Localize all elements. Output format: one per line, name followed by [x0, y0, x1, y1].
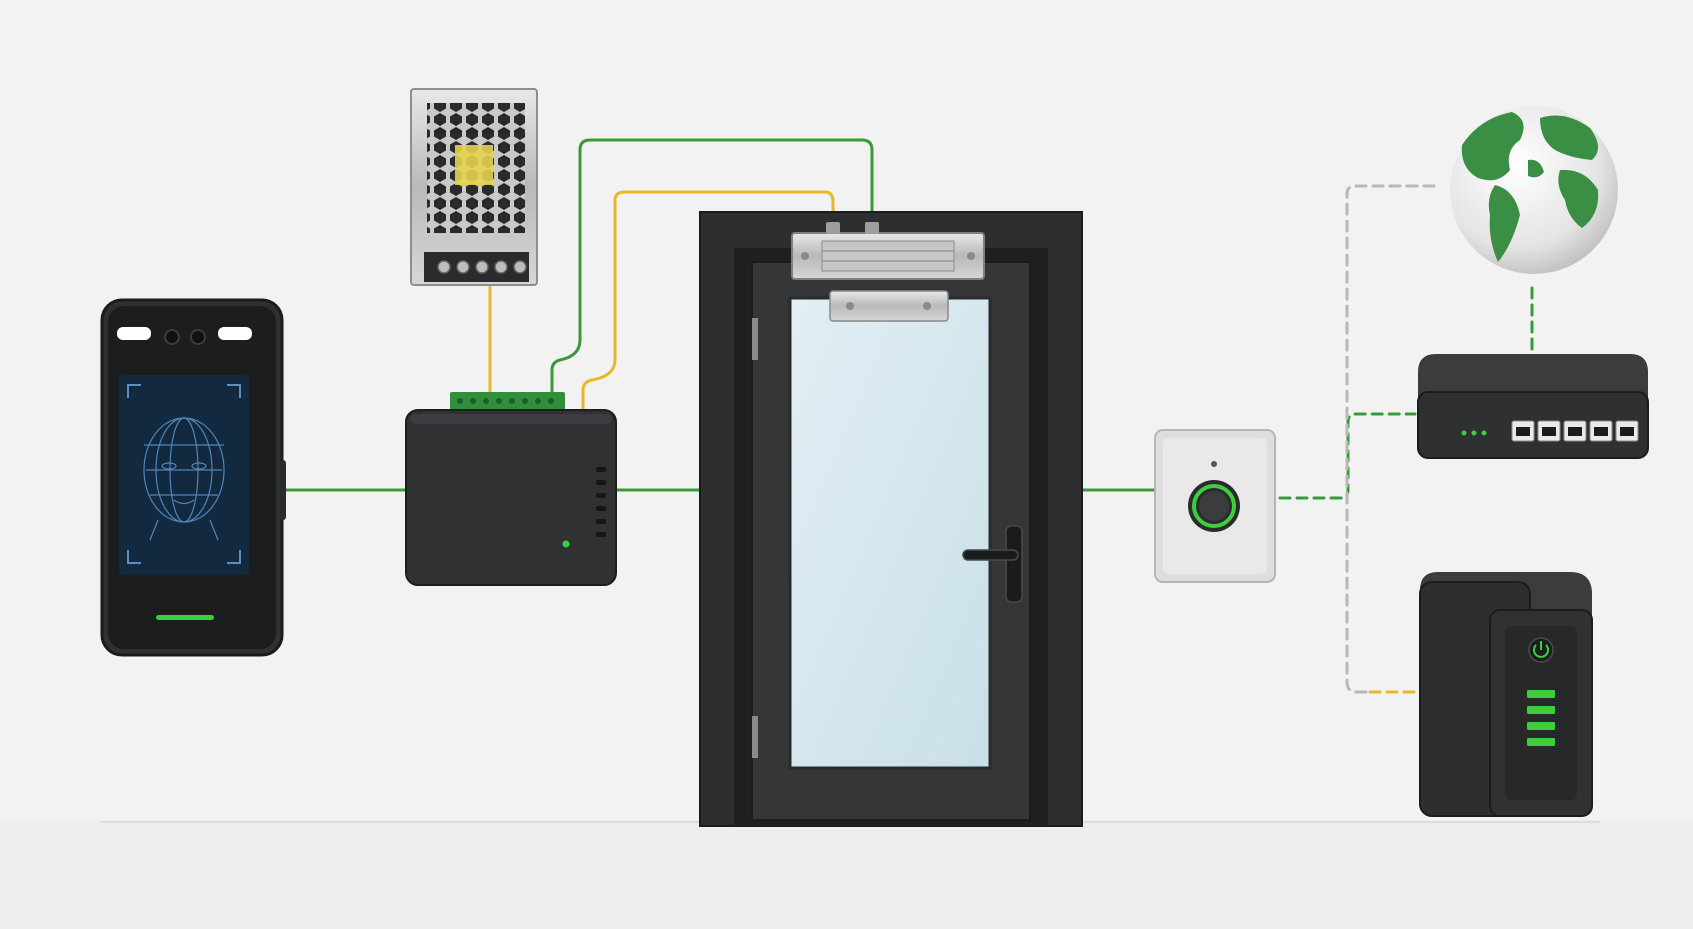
lock-cable-gland-green: [865, 222, 879, 234]
network-switch-icon[interactable]: [1417, 354, 1649, 459]
terminal-status-led-icon: [156, 615, 214, 620]
terminal-screen: [119, 375, 249, 575]
magnetic-lock-icon[interactable]: [791, 222, 985, 280]
door-hinge-bottom-icon: [752, 716, 758, 758]
terminal-light-right-icon: [218, 327, 252, 340]
door-handle-icon: [962, 525, 1023, 603]
ups-power-button-icon: [1528, 637, 1554, 663]
wire-exit-button-switch: [1278, 412, 1417, 500]
door-hinge-top-icon: [752, 318, 758, 360]
lock-cable-gland-yellow: [826, 222, 840, 234]
globe-continents: [1461, 112, 1599, 262]
door-glass: [788, 296, 992, 770]
psu-transformer: [455, 145, 493, 185]
floor: [0, 820, 1693, 929]
lock-armature-plate: [829, 290, 949, 322]
wires: [280, 138, 1534, 694]
ups-battery-level-icon: [1527, 690, 1555, 746]
door-icon[interactable]: [699, 211, 1083, 827]
wire-controller-lock-green: [550, 138, 874, 399]
face-scan-frame-icon: [127, 384, 241, 564]
controller-box-icon[interactable]: [405, 392, 617, 586]
globe-icon[interactable]: [1450, 106, 1618, 274]
exit-button-indicator-icon: [1211, 461, 1217, 467]
switch-status-leds-icon: [1461, 430, 1487, 436]
terminal-sensor-icon: [190, 329, 206, 345]
ups-icon[interactable]: [1419, 572, 1593, 817]
wire-controller-lock-yellow: [581, 190, 835, 412]
terminal-camera-icon: [164, 329, 180, 345]
controller-terminal-strip: [450, 392, 565, 410]
controller-status-led-icon: [562, 540, 570, 548]
power-supply-icon[interactable]: [410, 88, 538, 286]
face-recognition-terminal-icon[interactable]: [100, 298, 286, 657]
exit-button-ring-icon: [1192, 484, 1236, 528]
face-wireframe-icon: [143, 417, 225, 541]
controller-terminal-screws: [457, 398, 554, 404]
exit-button-icon[interactable]: [1154, 429, 1276, 583]
controller-vents: [596, 467, 606, 537]
psu-screws: [437, 260, 527, 274]
terminal-light-left-icon: [117, 327, 151, 340]
